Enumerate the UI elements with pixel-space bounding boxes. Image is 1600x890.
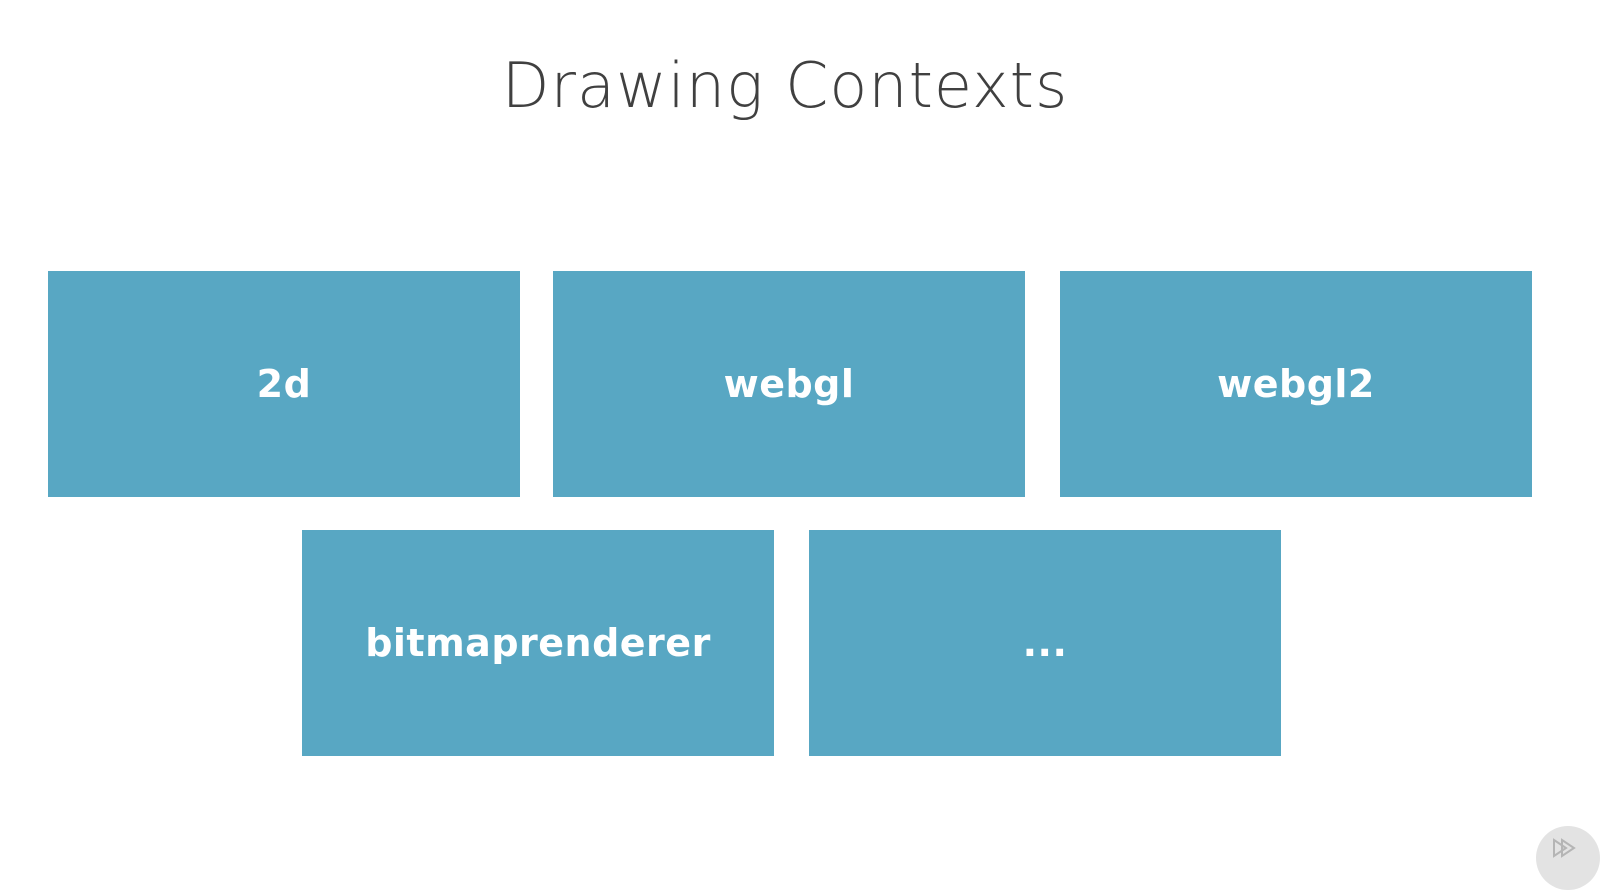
context-label: 2d [256,362,312,406]
context-box-2d: 2d [48,271,520,497]
context-label: webgl [723,362,855,406]
context-label: ... [1022,621,1068,665]
play-chevrons-icon [1553,838,1576,858]
context-box-webgl2: webgl2 [1060,271,1532,497]
context-label: bitmaprenderer [365,621,711,665]
context-label: webgl2 [1217,362,1375,406]
player-logo-icon [1536,826,1600,890]
context-box-bitmaprenderer: bitmaprenderer [302,530,774,756]
context-box-more: ... [809,530,1281,756]
context-box-webgl: webgl [553,271,1025,497]
slide-title: Drawing Contexts [501,49,1069,122]
